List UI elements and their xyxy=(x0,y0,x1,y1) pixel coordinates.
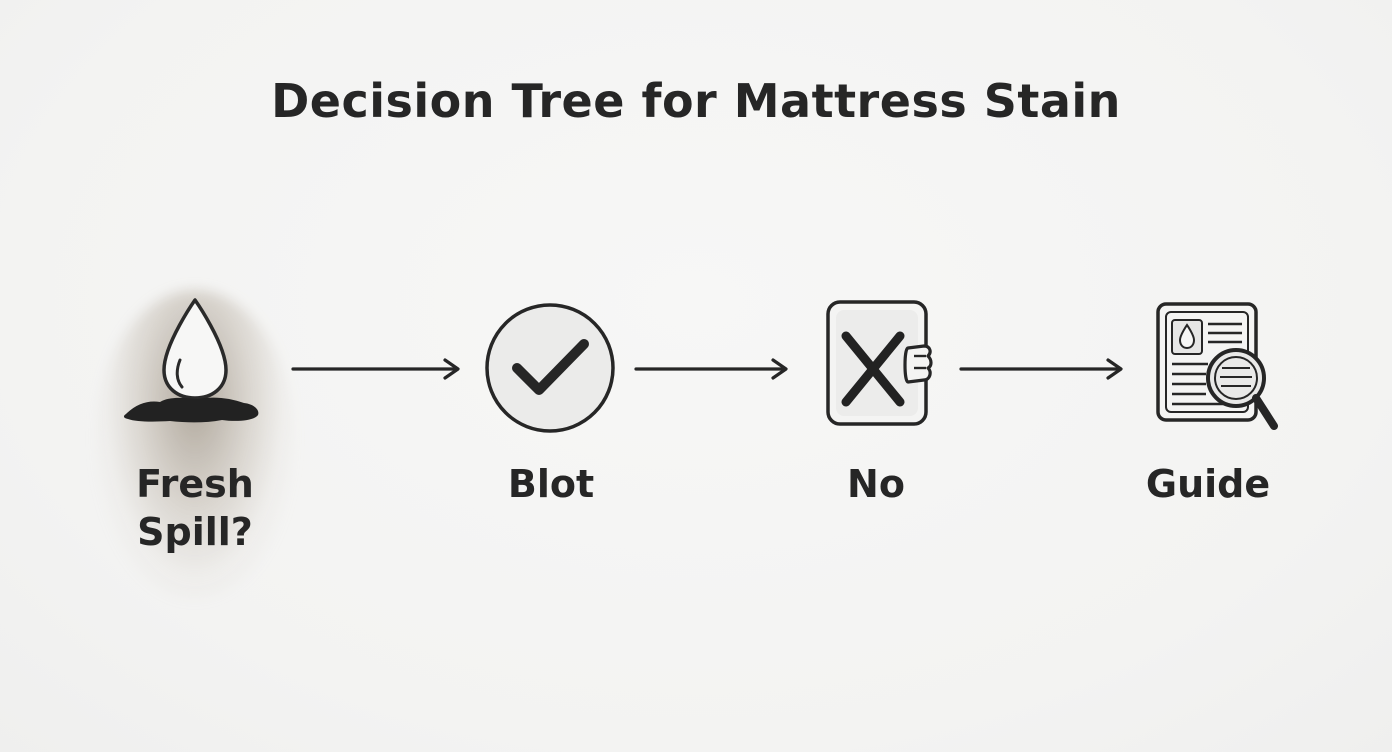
document-magnifier-icon xyxy=(1156,302,1278,430)
step-label-guide: Guide xyxy=(1145,462,1271,506)
step-label-blot: Blot xyxy=(507,462,595,506)
step-label-line: Spill? xyxy=(137,510,253,554)
step-label-line: Fresh xyxy=(136,462,254,506)
step-label-no: No xyxy=(847,462,905,506)
x-mark-card-icon xyxy=(826,300,933,426)
arrow-connector xyxy=(634,358,788,380)
arrow-connector xyxy=(959,358,1123,380)
arrow-connector xyxy=(291,358,460,380)
diagram-title: Decision Tree for Mattress Stain xyxy=(271,74,1121,128)
checkmark-circle-icon xyxy=(485,303,615,433)
water-drop-icon xyxy=(123,298,259,423)
step-label-fresh-spill: Fresh Spill? xyxy=(75,460,315,556)
